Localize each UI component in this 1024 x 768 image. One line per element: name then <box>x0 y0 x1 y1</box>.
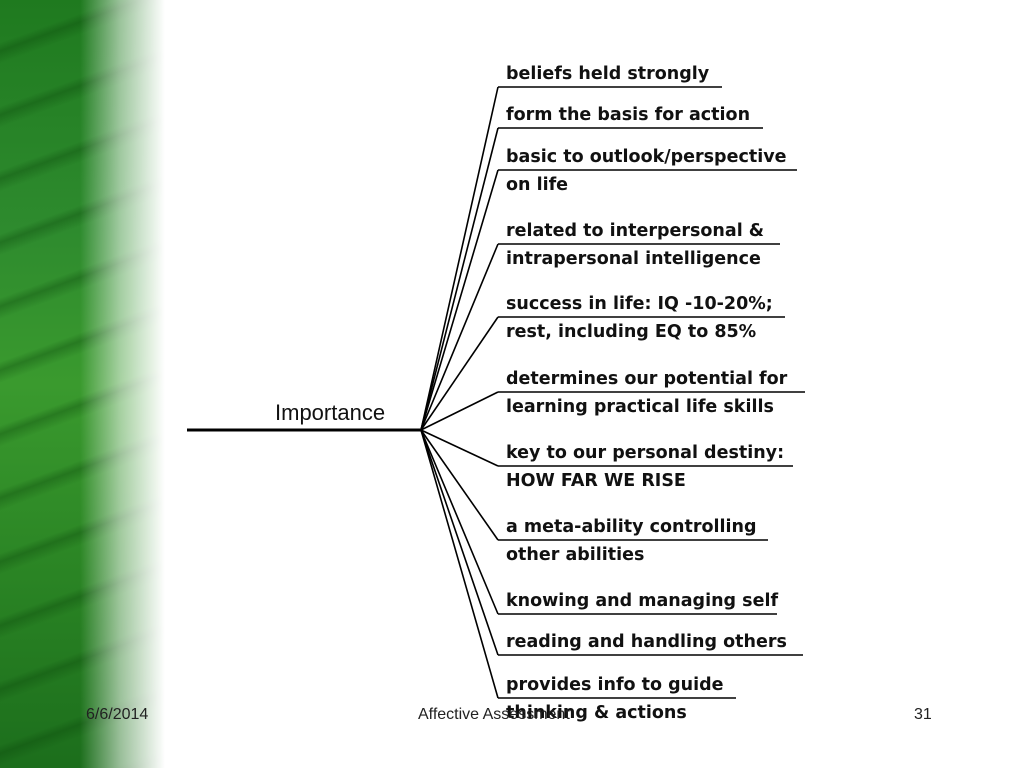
branch-label: other abilities <box>506 545 644 565</box>
branch-label: knowing and managing self <box>506 591 778 611</box>
branch-label: reading and handling others <box>506 632 787 652</box>
branch-connector <box>420 429 499 699</box>
branch-connector <box>420 243 499 431</box>
branch-label: intrapersonal intelligence <box>506 249 761 269</box>
branch-connector <box>420 429 499 541</box>
branch-label: related to interpersonal & <box>506 221 764 241</box>
branch-label: success in life: IQ -10-20%; <box>506 294 773 314</box>
footer-title: Affective Assessment <box>418 706 570 723</box>
branch-label: beliefs held strongly <box>506 64 710 84</box>
footer-page-number: 31 <box>914 706 932 723</box>
branch-label: rest, including EQ to 85% <box>506 322 756 342</box>
green-gradient-band <box>0 0 170 768</box>
branch-label: determines our potential for <box>506 369 788 389</box>
footer-date: 6/6/2014 <box>86 706 149 723</box>
branch-label: learning practical life skills <box>506 397 774 417</box>
branch-connector <box>420 316 499 431</box>
branch-label: thinking & actions <box>506 703 687 723</box>
branch-label: basic to outlook/perspective <box>506 147 787 167</box>
branch-connector <box>420 127 499 431</box>
branch-connector <box>420 391 499 431</box>
branch-label: HOW FAR WE RISE <box>506 471 686 491</box>
branch-label: provides info to guide <box>506 675 724 695</box>
branch-label: on life <box>506 175 568 195</box>
branch-connector <box>420 169 499 431</box>
branches-group: beliefs held strongly form the basis for … <box>420 64 805 723</box>
root-label: Importance <box>275 400 385 425</box>
branch-connector <box>420 429 499 615</box>
branch-label: key to our personal destiny: <box>506 443 784 463</box>
branch-label: form the basis for action <box>506 105 750 125</box>
branch-connector <box>420 429 499 467</box>
branch-label: a meta-ability controlling <box>506 517 757 537</box>
branch-connector <box>420 429 499 656</box>
branch-connector <box>420 86 499 431</box>
